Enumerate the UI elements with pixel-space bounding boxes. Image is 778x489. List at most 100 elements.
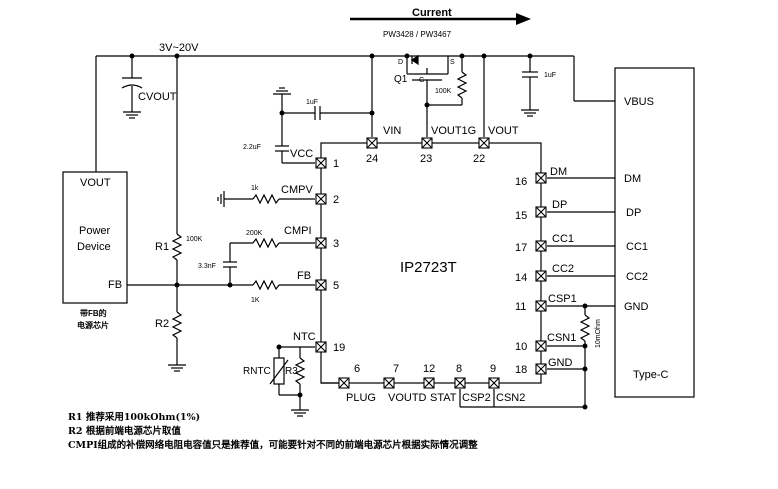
pin-12-label: STAT [430, 392, 457, 404]
pin-box [535, 340, 547, 352]
pin-16-num: 16 [515, 176, 527, 188]
current-label: Current [412, 7, 452, 19]
r1-value: 100K [186, 236, 203, 243]
pin-24-num: 24 [366, 153, 378, 165]
pin-14-num: 14 [515, 272, 527, 284]
pin-18-num: 18 [515, 364, 527, 376]
note-r2: R2 根据前端电源芯片取值 [68, 426, 181, 437]
pin-box [535, 300, 547, 312]
r-gate-value: 100K [435, 88, 452, 95]
q1-source: S [450, 59, 455, 66]
power-device-vout: VOUT [80, 177, 111, 189]
cvout-label: CVOUT [138, 91, 177, 103]
typec-pin-vbus: VBUS [624, 96, 654, 108]
pin-17-num: 17 [515, 242, 527, 254]
pin-6-label: PLUG [346, 392, 376, 404]
q1-label: Q1 [394, 74, 408, 85]
pin-boxes [315, 137, 547, 389]
pin-6-num: 6 [354, 363, 360, 375]
pin-box [535, 240, 547, 252]
pin-11-label: CSP1 [548, 293, 577, 305]
pin-3-num: 3 [333, 238, 339, 250]
typec-pin-dp: DP [626, 207, 641, 219]
typec-pin-cc2: CC2 [626, 271, 648, 283]
pin-16-label: DM [550, 166, 567, 178]
ground-symbols [123, 87, 539, 417]
pin-1-label: VCC [290, 148, 313, 160]
pin-box [423, 377, 435, 389]
pin-15-num: 15 [515, 210, 527, 222]
pin-box [421, 137, 433, 149]
pin-7-label: VOUTD [388, 392, 427, 404]
input-voltage-label: 3V~20V [159, 42, 199, 54]
note-r1: R1 推荐采用100kOhm(1%) [68, 412, 201, 423]
typec-pin-dm: DM [624, 173, 641, 185]
mosfet-part-label: PW3428 / PW3467 [383, 30, 452, 39]
typec-pin-cc1: CC1 [626, 241, 648, 253]
power-device-name-1: Power [79, 225, 111, 237]
pin-9-label: CSN2 [496, 392, 525, 404]
pin-7-num: 7 [393, 363, 399, 375]
pin-2-num: 2 [333, 194, 339, 206]
power-device-fb: FB [108, 279, 122, 291]
pin-1-num: 1 [333, 158, 339, 170]
r-cmpi-value: 200K [246, 230, 263, 237]
pin-11-num: 11 [515, 301, 526, 313]
pin-24-label: VIN [383, 125, 401, 137]
r3-label: R3 [285, 366, 298, 377]
pin-box [535, 363, 547, 375]
pin-8-label: CSP2 [462, 392, 491, 404]
r1-label: R1 [155, 241, 169, 253]
pin-19-label: NTC [293, 331, 316, 343]
pin-box [366, 137, 378, 149]
design-notes: R1 推荐采用100kOhm(1%) R2 根据前端电源芯片取值 CMPI组成的… [68, 411, 478, 453]
pin-box [535, 172, 547, 184]
pin-box [338, 377, 350, 389]
r-fb-value: 1K [251, 297, 260, 304]
pin-5-num: 5 [333, 280, 339, 292]
junction-dots [129, 53, 588, 410]
power-device-note-1: 带FB的 [80, 308, 107, 318]
c-cmp-value: 3.3nF [198, 263, 216, 270]
pin-22-label: VOUT [488, 125, 519, 137]
pin-box [315, 193, 327, 205]
pin-box [315, 279, 327, 291]
pin-14-label: CC2 [552, 263, 574, 275]
pin-10-label: CSN1 [547, 332, 576, 344]
pin-8-num: 8 [456, 363, 462, 375]
pin-5-label: FB [297, 270, 311, 282]
pin-23-num: 23 [420, 153, 432, 165]
pin-box [383, 377, 395, 389]
c-vcc-value: 2.2uF [243, 144, 261, 151]
pin-17-label: CC1 [552, 233, 574, 245]
pin-19-num: 19 [333, 342, 345, 354]
chip-name: IP2723T [400, 259, 457, 276]
pin-9-num: 9 [490, 363, 496, 375]
power-device-box [62, 171, 128, 304]
pin-box [535, 206, 547, 218]
pin-3-label: CMPI [284, 225, 312, 237]
r-cmpv-value: 1k [251, 185, 259, 192]
rntc-label: RNTC [243, 366, 271, 377]
c-vbus-value: 1uF [544, 72, 556, 79]
pin-23-label: VOUT1G [431, 125, 476, 137]
pin-box [315, 237, 327, 249]
c-vin-value: 1uF [306, 99, 318, 106]
pin-2-label: CMPV [281, 184, 313, 196]
pin-box [478, 137, 490, 149]
pin-box [535, 270, 547, 282]
typec-box [614, 67, 695, 398]
pin-box [454, 377, 466, 389]
power-device-name-2: Device [77, 241, 111, 253]
typec-name: Type-C [633, 369, 669, 381]
r2-label: R2 [155, 318, 169, 330]
note-cmpi: CMPI组成的补偿网络电阻电容值只是推荐值，可能要针对不同的前端电源芯片根据实际… [68, 440, 478, 451]
pin-box [315, 341, 327, 353]
pin-box [488, 377, 500, 389]
q1-drain: D [398, 59, 403, 66]
pin-22-num: 22 [473, 153, 485, 165]
pin-15-label: DP [552, 199, 567, 211]
typec-pin-gnd: GND [624, 301, 649, 313]
pin-10-num: 10 [515, 341, 527, 353]
